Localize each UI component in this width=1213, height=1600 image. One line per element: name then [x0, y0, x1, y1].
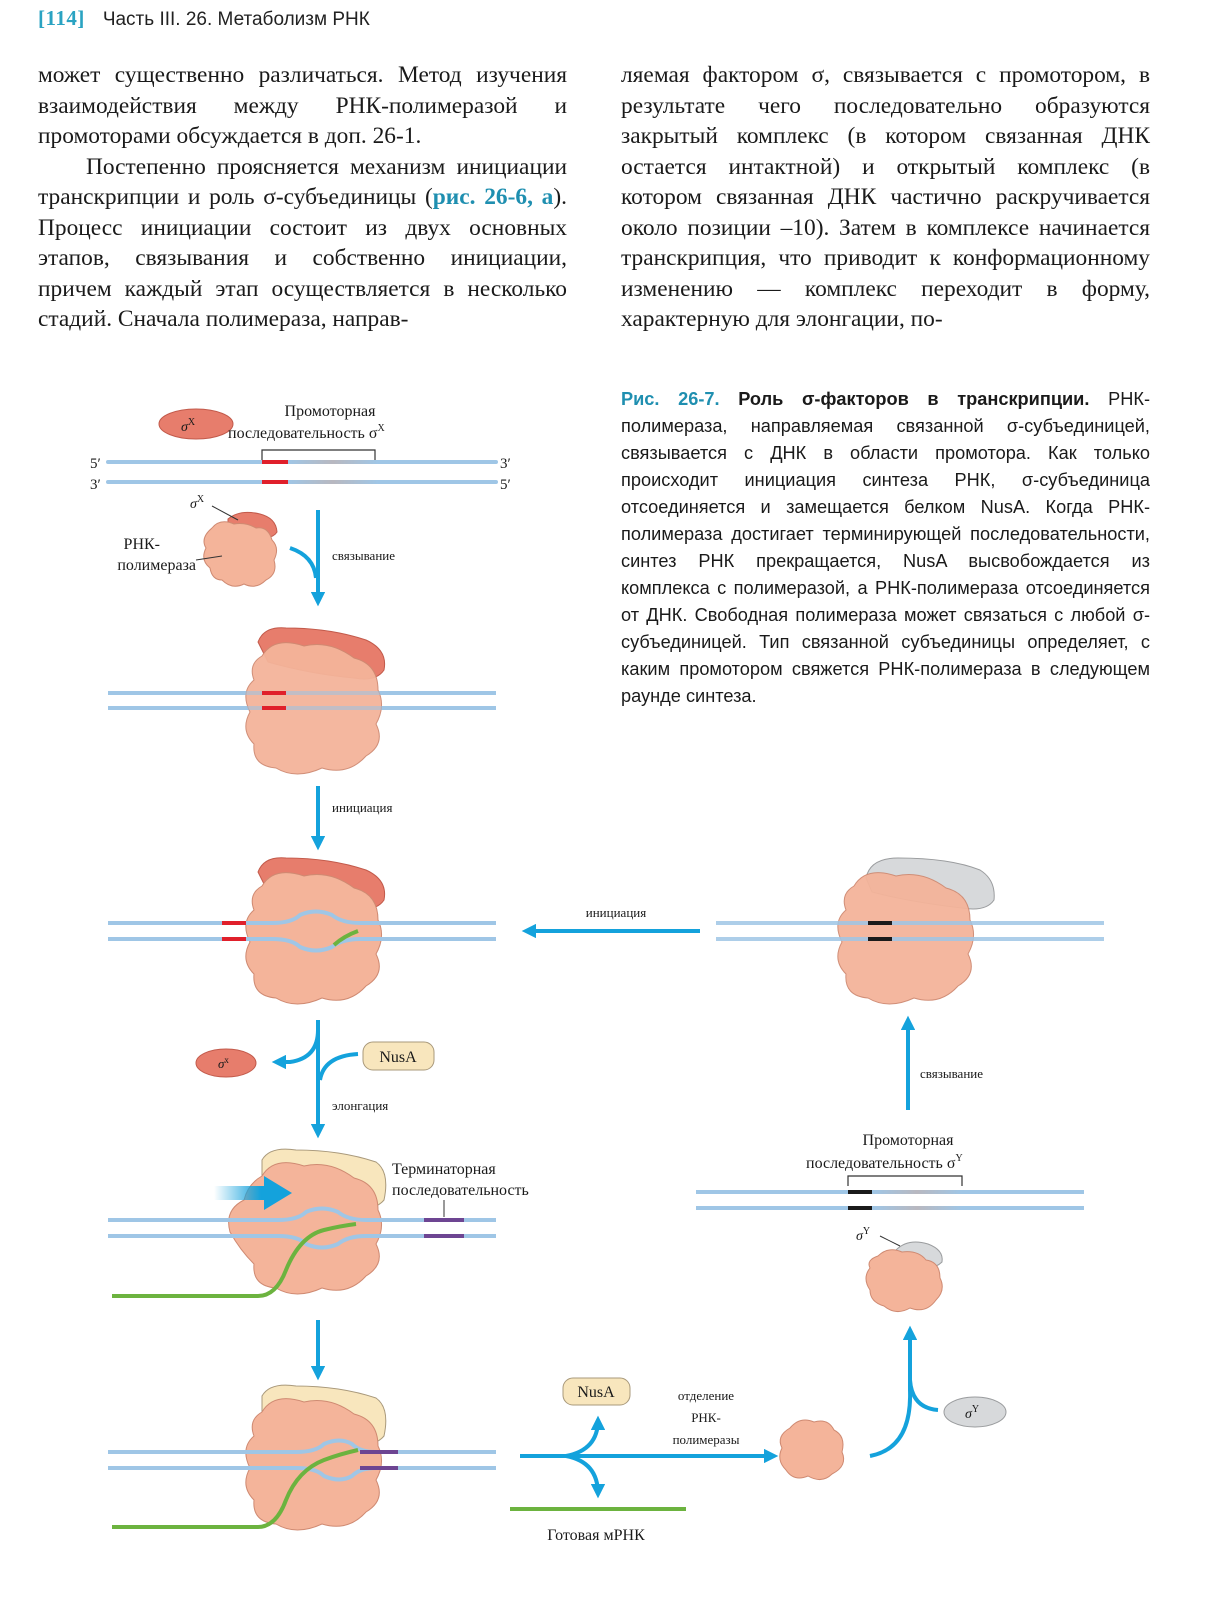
promoter-y-box-top: [868, 921, 892, 925]
paragraph: ляемая фактором σ, связывается с промото…: [621, 62, 1150, 332]
promoter-x-bracket: [261, 449, 376, 460]
promoter-x-box-bottom: [262, 480, 288, 484]
rna-polymerase-free: [203, 521, 278, 587]
release-label-line3: полимеразы: [673, 1432, 740, 1447]
promoter-x-box-top: [222, 921, 246, 925]
terminator-box-top: [424, 1218, 464, 1222]
step-closed-complex: инициация: [108, 627, 496, 851]
promoter-x-box-bottom: [222, 937, 246, 941]
nusa-protein: [362, 1041, 435, 1071]
sigma-y-pointer-label: σY: [856, 1226, 870, 1244]
rna-transcript: [112, 1222, 357, 1298]
terminator-box-bottom: [360, 1466, 398, 1470]
promoter-x-box-bottom: [262, 706, 286, 710]
nusa-release-arrow: [565, 1415, 606, 1458]
sigma-y-entry-curve: [908, 1379, 939, 1412]
sigma-x-released: [195, 1048, 257, 1078]
promoter-x-region-bottom: [288, 480, 378, 484]
promoter-y-region-bottom: [872, 1206, 962, 1210]
promoter-y-title: Промоторная: [863, 1132, 955, 1149]
sigma-x-subunit: [158, 408, 234, 440]
sigma-x-label: σX: [181, 417, 196, 435]
running-header: [114] Часть III. 26. Метаболизм РНК: [38, 6, 370, 34]
promoter-x-subtitle: последовательность σX: [228, 423, 385, 442]
promoter-y-box-top: [848, 1190, 872, 1194]
nusa-entry-curve: [318, 1052, 359, 1081]
elongation-label: элонгация: [332, 1098, 388, 1113]
rnap-label-line2: полимераза: [117, 557, 196, 574]
binding-label-left: связывание: [332, 548, 395, 563]
rna-polymerase-body: [228, 1162, 382, 1295]
step-free-components: σX Промоторная последовательность σX 5′ …: [90, 403, 511, 607]
binding-label-right: связывание: [920, 1066, 983, 1081]
promoter-y-subtitle: последовательность σY: [806, 1153, 963, 1172]
mrna-label: Готовая мРНК: [547, 1527, 645, 1544]
sigma-y-free-label: σY: [965, 1404, 979, 1422]
caption-title: Роль σ-факторов в транскрипции.: [738, 389, 1090, 409]
rnap-leader-line: [195, 555, 223, 561]
rna-transcript: [112, 1448, 359, 1529]
step-termination: NusA Готовая мРНК отделение РНК- полимер…: [108, 1377, 779, 1544]
dna-strand-bottom-open: [108, 1234, 496, 1250]
body-column-right: ляемая фактором σ, связывается с промото…: [621, 60, 1150, 335]
sigma-x-leader-line: [211, 505, 239, 521]
step-open-complex: инициация: [108, 857, 700, 1005]
promoter-x-region-top: [288, 460, 378, 464]
nusa-released-label: NusA: [577, 1384, 615, 1401]
dna-strand-top-open: [108, 1206, 496, 1222]
rnap-label-line1: РНК-: [124, 536, 160, 553]
dna-5-prime-bottom: 5′: [500, 477, 511, 493]
dna-3-prime-bottom: 3′: [90, 477, 101, 493]
dna-3-prime-top: 3′: [500, 456, 511, 472]
rna-polymerase-free: [779, 1419, 845, 1480]
figure-reference-link[interactable]: рис. 26-6, а: [432, 184, 554, 210]
dna-strand-top-open: [108, 909, 496, 925]
step-elongation: Терминаторная последовательность: [108, 1148, 529, 1381]
promoter-x-box-top: [262, 460, 288, 464]
figure-caption: Рис. 26-7. Роль σ-факторов в транскрипци…: [621, 386, 1150, 710]
initiation-label-left: инициация: [332, 800, 392, 815]
caption-body: РНК-полимераза, направляемая связанной σ…: [621, 389, 1150, 706]
terminator-label-line2: последовательность: [392, 1182, 529, 1199]
nusa-released: [562, 1377, 631, 1406]
paragraph: Постепенно проясняется механизм инициаци…: [38, 152, 567, 335]
page-number: [114]: [38, 6, 85, 30]
dna-5-prime-top: 5′: [90, 456, 101, 472]
paragraph-text: Постепенно проясняется механизм инициаци…: [38, 153, 567, 211]
sigma-y-leader-line: [879, 1235, 901, 1247]
nascent-rna: [332, 929, 359, 947]
terminator-label-line1: Терминаторная: [392, 1161, 496, 1178]
step-free-polymerase: σY σY Промоторная последовательность σY …: [696, 1015, 1084, 1480]
paragraph-text: ). Процесс инициации состоит из двух осн…: [38, 184, 567, 332]
running-title: Часть III. 26. Метаболизм РНК: [102, 9, 370, 30]
mrna-release-arrow: [565, 1454, 606, 1499]
promoter-x-box-top: [262, 691, 286, 695]
sigma-x-released-label: σx: [218, 1055, 229, 1071]
sigma-y-binding-arrow: [869, 1325, 918, 1458]
dna-strand-bottom-open: [108, 937, 496, 953]
terminator-box-top: [360, 1450, 398, 1454]
step-sigma-y-complex: [716, 857, 1104, 1005]
binding-merge-curve: [289, 546, 318, 579]
nusa-label: NusA: [379, 1049, 417, 1066]
initiation-label-right: инициация: [586, 905, 646, 920]
promoter-y-box-bottom: [868, 937, 892, 941]
sigma-x-pointer-label: σX: [190, 494, 205, 512]
sigma-release-arrow: [271, 1029, 320, 1070]
body-column-left: может существенно различаться. Метод изу…: [38, 60, 567, 335]
promoter-y-bracket: [847, 1175, 963, 1186]
movement-arrow: [214, 1176, 292, 1210]
terminator-box-bottom: [424, 1234, 464, 1238]
step-sigma-exchange: σx NusA элонгация: [195, 1020, 435, 1139]
promoter-x-title: Промоторная: [285, 403, 377, 420]
sigma-y-free: [943, 1396, 1007, 1428]
paragraph: может существенно различаться. Метод изу…: [38, 62, 567, 149]
release-label-line1: отделение: [678, 1388, 734, 1403]
promoter-y-region-top: [872, 1190, 962, 1194]
rna-polymerase-with-sigma-y: [865, 1249, 943, 1312]
promoter-y-box-bottom: [848, 1206, 872, 1210]
release-label-line2: РНК-: [691, 1410, 721, 1425]
caption-label: Рис. 26-7.: [621, 389, 720, 409]
